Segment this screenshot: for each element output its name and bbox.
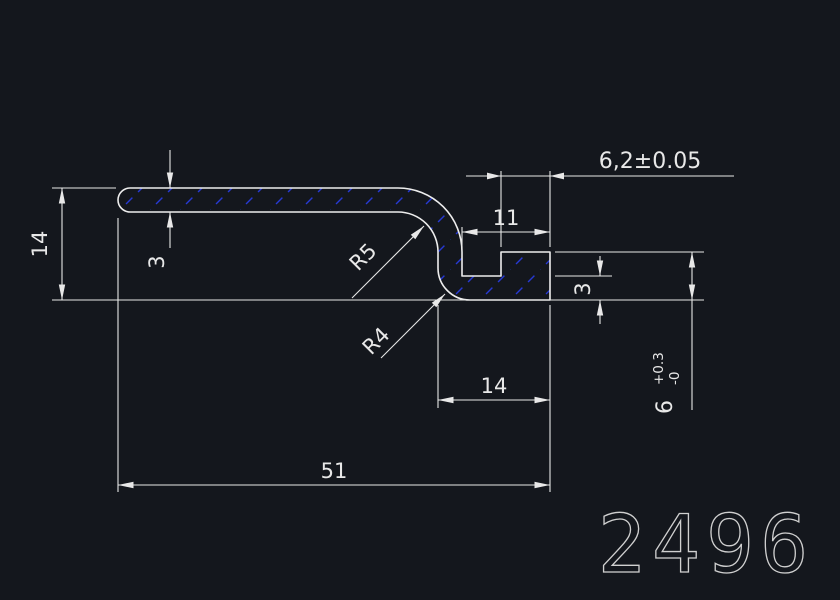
dim-text-foot-plate-thickness: 3	[571, 282, 595, 295]
dim-text-overall-height: 14	[28, 231, 52, 258]
dim-overall-height: 14	[28, 187, 704, 301]
arrowhead	[487, 172, 501, 180]
dim-text-foot-width: 14	[481, 374, 508, 398]
dim-foot-plate-thickness: 3	[555, 256, 612, 324]
dim-text-flange-thickness: 3	[145, 255, 169, 268]
dim-foot-width: 14	[437, 305, 551, 492]
arrowhead	[550, 172, 564, 180]
dim-opening-width: 11	[461, 171, 551, 248]
profile-shape	[117, 187, 551, 301]
part-number: 2496	[598, 498, 815, 591]
dim-foot-height: 6 +0.3 -0	[555, 251, 704, 414]
dim-text-foot-height: 6	[653, 400, 678, 414]
dim-text-overall-width: 51	[321, 459, 348, 483]
dim-overall-width: 51	[117, 218, 550, 492]
profile-section	[117, 187, 551, 301]
dim-flange-thickness: 3	[145, 150, 174, 269]
dim-land-width: 6,2±0.05	[466, 149, 734, 247]
dim-text-foot-height-tol-minus: -0	[667, 372, 683, 385]
radius-leader	[380, 293, 446, 359]
radius-leader	[351, 225, 425, 299]
dim-text-opening-width: 11	[493, 206, 520, 230]
dim-text-foot-height-tol-plus: +0.3	[651, 352, 667, 385]
dim-text-land-width: 6,2±0.05	[599, 149, 701, 174]
